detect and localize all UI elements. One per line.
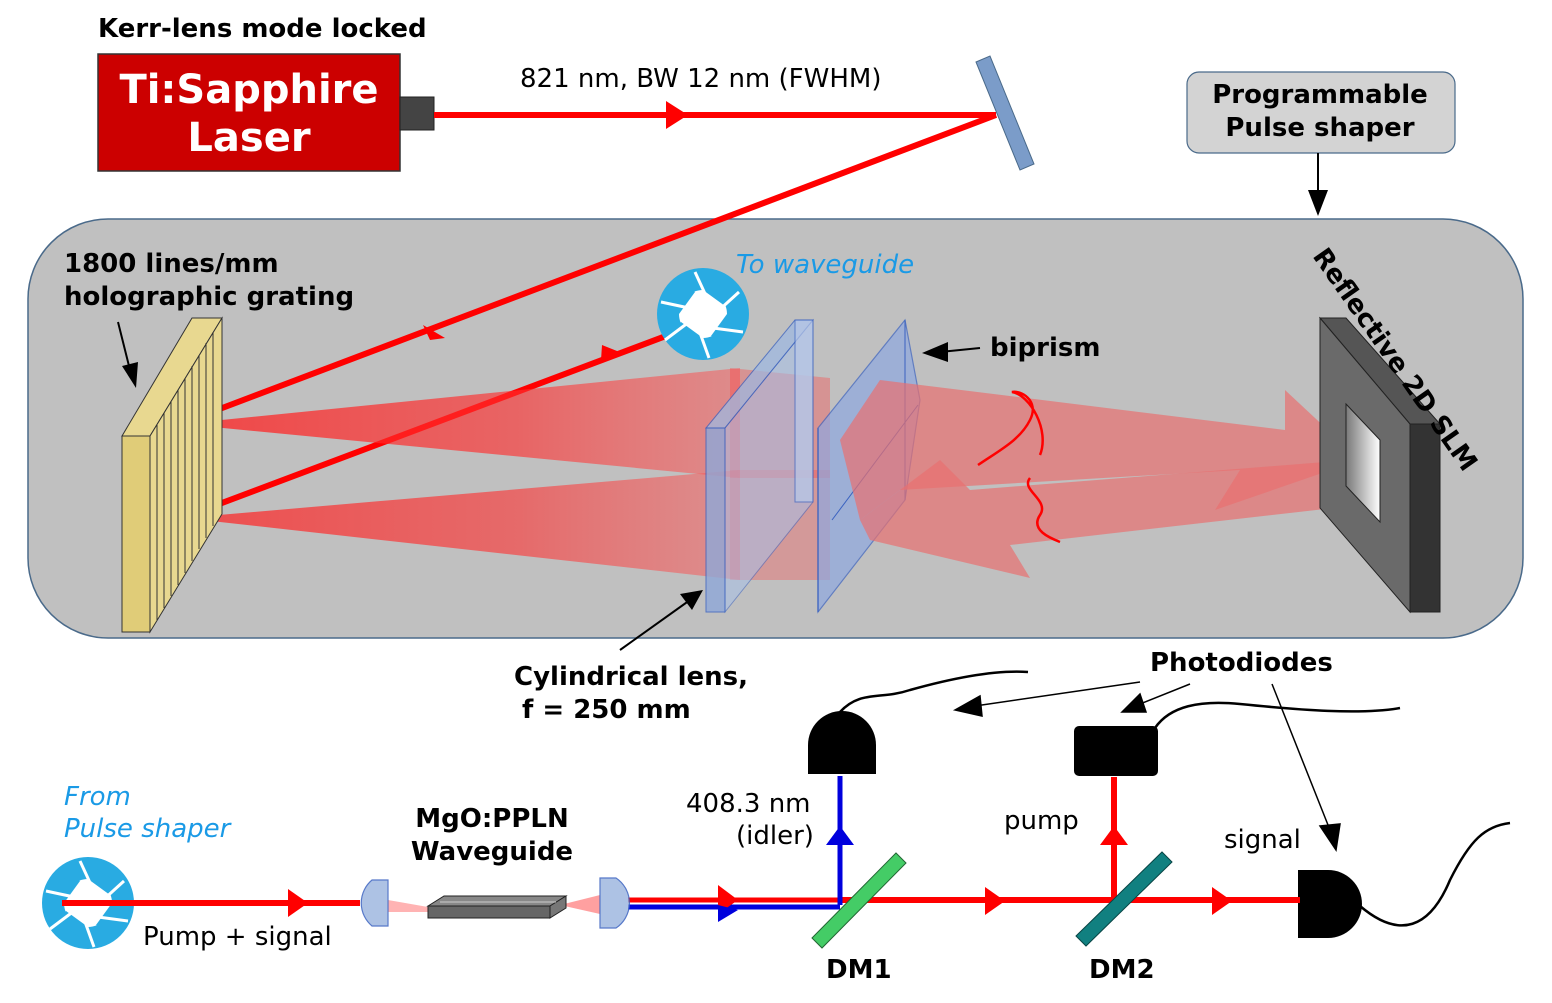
from-label-line2: Pulse shaper (64, 814, 233, 844)
biprism-pointer-arrow (922, 342, 981, 362)
photodiode-pump (1074, 701, 1401, 776)
iris-to-waveguide-icon (657, 268, 749, 360)
shaper-label-line2: Pulse shaper (1225, 113, 1414, 143)
cylindrical-lens-label-line1: Cylindrical lens, (514, 662, 748, 692)
cylindrical-lens (704, 318, 815, 614)
to-waveguide-label: To waveguide (736, 250, 914, 280)
beam-direction-arrows (423, 101, 688, 360)
idler-label-line2: (idler) (736, 821, 814, 851)
holographic-grating (121, 316, 223, 634)
cylindrical-lens-pointer-arrow (619, 590, 703, 651)
from-label-line1: From (64, 782, 131, 812)
dm2-label: DM2 (1089, 955, 1155, 985)
bottom-beam-path (62, 776, 1300, 922)
steering-mirror (975, 55, 1035, 171)
dichroic-mirror-dm1 (811, 852, 907, 949)
grating-label-line2: holographic grating (64, 282, 354, 312)
waveguide-label-line2: Waveguide (411, 837, 573, 867)
reflective-2d-slm (1318, 316, 1442, 614)
mgo-ppln-waveguide (426, 895, 568, 919)
idler-label-line1: 408.3 nm (686, 789, 811, 819)
pump-label: pump (1004, 806, 1079, 836)
laser-label-line2: Laser (187, 115, 310, 161)
grating-pointer-arrow (117, 321, 138, 388)
programmable-pulse-shaper-box (1186, 71, 1456, 154)
beam-spec-label: 821 nm, BW 12 nm (FWHM) (520, 64, 881, 94)
signal-label: signal (1224, 825, 1301, 855)
collimating-lens (599, 877, 630, 929)
dm1-label: DM1 (826, 955, 892, 985)
kerr-lens-label: Kerr-lens mode locked (98, 14, 427, 44)
biprism-label: biprism (990, 333, 1100, 363)
waveguide-label-line1: MgO:PPLN (415, 804, 568, 834)
pump-signal-label: Pump + signal (143, 922, 332, 952)
laser-label-line1: Ti:Sapphire (119, 67, 378, 113)
photodiode-idler (808, 670, 1029, 774)
laser-output-port (399, 96, 435, 131)
pulse-waveform-icon (977, 390, 1061, 544)
cylindrical-lens-label-line2: f = 250 mm (522, 695, 691, 725)
photodiodes-label: Photodiodes (1150, 648, 1333, 678)
shaper-label-line1: Programmable (1212, 80, 1428, 110)
shaper-to-slm-arrow (1308, 153, 1328, 216)
dichroic-mirror-dm2 (1075, 851, 1173, 947)
grating-label-line1: 1800 lines/mm (64, 249, 279, 279)
ti-sapphire-laser (97, 53, 401, 172)
slm-beam-arrows (840, 380, 1360, 578)
photodiode-signal (1298, 821, 1511, 938)
coupling-lens (360, 879, 389, 927)
